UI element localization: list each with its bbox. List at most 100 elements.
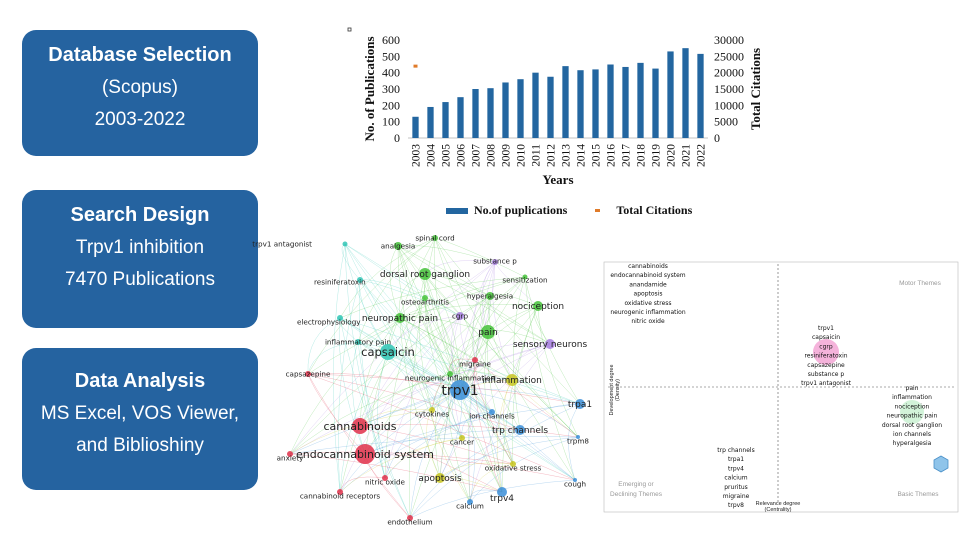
network-edge [337, 279, 361, 493]
x-tick-label: 2003 [411, 144, 423, 167]
network-term-label: trp channels [492, 426, 548, 436]
network-term-label: pain [478, 328, 497, 338]
network-edge [397, 245, 461, 391]
network-node [497, 487, 507, 497]
network-edge [344, 243, 461, 391]
y2-tick-label: 5000 [714, 115, 738, 129]
network-edge [339, 437, 463, 493]
network-node [305, 371, 311, 377]
network-edge [399, 304, 539, 319]
network-edge [339, 315, 461, 493]
bar [607, 64, 614, 138]
network-edge [339, 411, 493, 493]
network-edge [307, 317, 341, 375]
network-edge [359, 373, 451, 427]
network-node [573, 478, 577, 482]
bar [577, 70, 584, 138]
network-edge [364, 389, 461, 455]
network-edge [359, 279, 389, 353]
x-tick-label: 2011 [531, 144, 543, 167]
network-edge [339, 297, 426, 493]
network-edge [339, 276, 526, 319]
cluster-term: endocannabinoid system [610, 272, 685, 279]
bar [532, 72, 539, 138]
publications-chart: 0100200300400500600050001000015000200002… [347, 27, 763, 187]
step-line: 2003-2022 [94, 109, 186, 130]
network-node [435, 473, 445, 483]
network-edge [307, 373, 576, 481]
network-edge [524, 276, 581, 405]
network-term-label: cytokines [415, 410, 450, 419]
step-line: and Biblioshiny [76, 435, 204, 456]
network-edge [434, 237, 581, 405]
bar [487, 88, 494, 138]
network-edge [399, 317, 441, 479]
network-edge [474, 359, 503, 493]
y-tick-label: 100 [382, 115, 400, 129]
y-tick-label: 300 [382, 82, 400, 96]
network-edge [431, 331, 489, 411]
network-edge [359, 295, 491, 427]
network-node [472, 357, 478, 363]
network-edge [344, 243, 463, 439]
cluster-term: trpv1 antagonist [801, 380, 851, 387]
network-node [429, 407, 435, 413]
network-term-label: cgrp [452, 312, 468, 321]
cluster-term: neuropathic pain [887, 413, 938, 420]
network-edge [387, 351, 493, 413]
network-edge [451, 315, 463, 439]
network-edge [344, 243, 461, 317]
network-edge [431, 305, 539, 411]
network-edge [433, 237, 461, 391]
network-term-label: endocannabinoid system [296, 448, 434, 461]
y-tick-label: 0 [394, 131, 400, 145]
network-edge [384, 437, 463, 479]
network-edge [468, 261, 496, 503]
network-edge [357, 341, 576, 481]
x-tick-label: 2015 [591, 144, 603, 167]
network-edge [426, 409, 441, 479]
cluster-term: pruritus [724, 484, 748, 491]
network-edge [397, 245, 514, 465]
network-edge [358, 279, 386, 479]
network-edge [399, 317, 471, 503]
cube-icon [933, 455, 949, 473]
network-edge [397, 245, 503, 493]
cluster-term: ion channels [893, 431, 931, 438]
network-node [394, 242, 402, 250]
network-term-label: spinal cord [415, 234, 454, 243]
step-line: (Scopus) [101, 77, 179, 98]
chart-corner-mark [347, 27, 352, 32]
network-edge [459, 389, 576, 481]
bar [562, 66, 569, 138]
network-edge [359, 261, 496, 427]
network-node [287, 451, 293, 457]
network-edge [439, 261, 496, 479]
network-edge [459, 389, 514, 465]
network-edge [474, 359, 579, 438]
x-tick-label: 2020 [666, 144, 678, 167]
x-tick-label: 2005 [441, 144, 453, 167]
network-edge [357, 341, 521, 431]
network-edge [289, 343, 551, 455]
network-edge [418, 273, 433, 411]
network-edge [459, 305, 539, 391]
network-node [422, 295, 428, 301]
network-term-label: migraine [459, 360, 491, 369]
quadrant-label-basic: Basic Themes [897, 491, 939, 498]
step-title: Database Selection [48, 44, 232, 66]
network-edge [424, 273, 551, 345]
network-term-label: neurogenic inflammation [405, 374, 495, 383]
cluster-term: substance p [808, 371, 845, 378]
quadrant-label-emerging: Emerging or [618, 481, 654, 488]
network-node [447, 371, 453, 377]
network-edge [474, 343, 551, 361]
network-edge [424, 297, 493, 413]
network-edge [513, 276, 526, 431]
network-node [456, 312, 464, 320]
cluster-term: trpv1 [818, 325, 834, 332]
x-tick-label: 2021 [681, 144, 693, 167]
network-node [395, 313, 405, 323]
bar [457, 97, 464, 138]
